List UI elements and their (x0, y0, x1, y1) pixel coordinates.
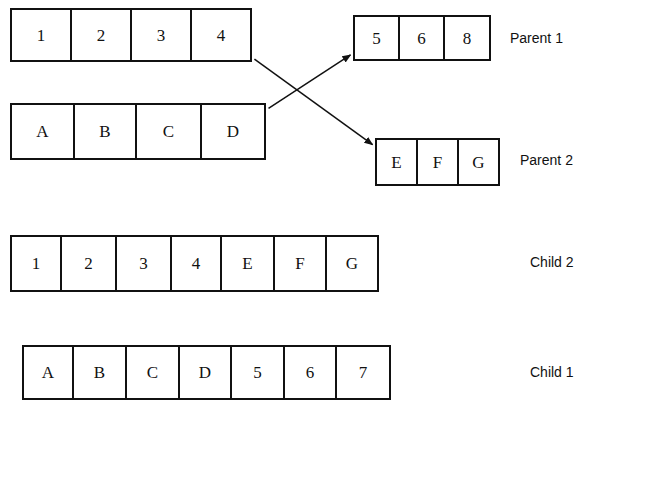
gene-value: 3 (139, 255, 148, 272)
gene-box: 1 (10, 235, 62, 292)
gene-box: 1 (10, 8, 72, 62)
gene-value: 7 (359, 364, 368, 381)
gene-value: 6 (306, 364, 315, 381)
gene-value: F (295, 255, 304, 272)
gene-value: 1 (32, 255, 41, 272)
gene-value: B (94, 364, 105, 381)
crossover-arrow (254, 59, 372, 144)
row-label: Child 1 (530, 364, 574, 381)
gene-box: G (457, 138, 500, 186)
gene-box: B (73, 103, 137, 160)
gene-box: 2 (60, 235, 117, 292)
gene-box: A (22, 345, 74, 400)
gene-box: D (200, 103, 266, 160)
gene-box: 3 (130, 8, 192, 62)
gene-value: 2 (97, 27, 106, 44)
gene-box: 3 (115, 235, 172, 292)
gene-box: F (273, 235, 327, 292)
gene-value: 6 (417, 30, 426, 47)
gene-value: C (163, 123, 174, 140)
gene-box: C (135, 103, 202, 160)
gene-value: 5 (253, 364, 262, 381)
gene-value: B (99, 123, 110, 140)
gene-value: F (433, 154, 442, 171)
gene-value: D (227, 123, 239, 140)
gene-box: 7 (335, 345, 391, 400)
gene-value: G (346, 255, 358, 272)
gene-box: A (10, 103, 75, 160)
gene-box: G (325, 235, 379, 292)
gene-value: E (391, 154, 401, 171)
row-label: Parent 2 (520, 152, 573, 169)
gene-value: A (36, 123, 48, 140)
gene-value: D (199, 364, 211, 381)
gene-value: 2 (84, 255, 93, 272)
gene-value: C (147, 364, 158, 381)
gene-box: 5 (230, 345, 285, 400)
gene-box: 4 (170, 235, 222, 292)
gene-value: 4 (217, 27, 226, 44)
gene-box: 6 (398, 15, 445, 61)
gene-box: C (125, 345, 180, 400)
gene-box: 8 (443, 15, 491, 61)
gene-box: D (178, 345, 232, 400)
gene-value: G (472, 154, 484, 171)
gene-box: E (375, 138, 418, 186)
gene-value: 5 (372, 30, 381, 47)
gene-box: 5 (353, 15, 400, 61)
gene-value: 1 (37, 27, 46, 44)
gene-value: E (242, 255, 252, 272)
gene-value: 4 (192, 255, 201, 272)
gene-value: 3 (157, 27, 166, 44)
gene-box: 2 (70, 8, 132, 62)
gene-box: 4 (190, 8, 252, 62)
gene-box: B (72, 345, 127, 400)
gene-value: A (42, 364, 54, 381)
gene-box: E (220, 235, 275, 292)
gene-box: F (416, 138, 459, 186)
crossover-arrow (269, 55, 351, 108)
row-label: Parent 1 (510, 30, 563, 47)
gene-value: 8 (463, 30, 472, 47)
row-label: Child 2 (530, 254, 574, 271)
gene-box: 6 (283, 345, 337, 400)
